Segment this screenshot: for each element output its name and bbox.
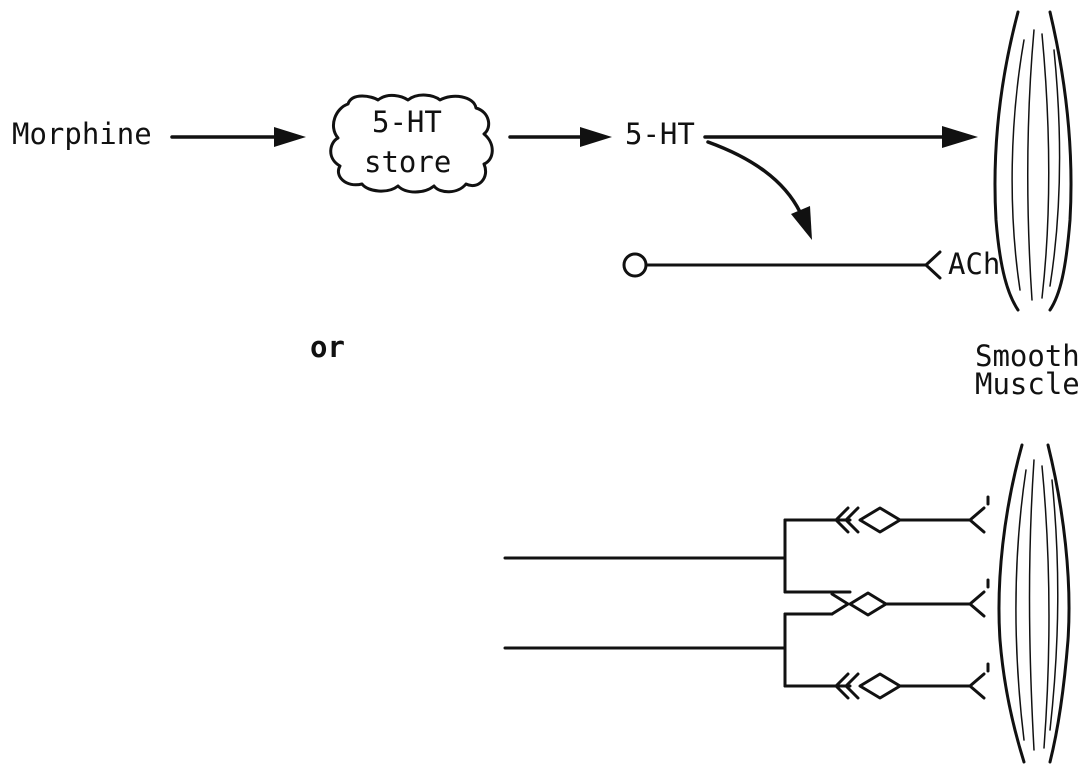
ach-label: ACh — [948, 247, 1000, 281]
morphine-label: Morphine — [12, 117, 152, 151]
synapse-row-2 — [832, 580, 988, 616]
store-label-line1: 5-HT — [372, 105, 442, 139]
cholinergic-neuron — [624, 252, 940, 278]
arrow-serotonin-to-neuron — [708, 142, 812, 240]
or-label: or — [310, 330, 345, 364]
smooth-muscle-cell-top — [995, 12, 1071, 310]
serotonin-store-cloud: 5-HT store — [331, 95, 493, 192]
serotonin-label: 5-HT — [625, 117, 695, 151]
muscle-label: Muscle — [975, 367, 1080, 401]
arrow-store-to-serotonin — [510, 127, 612, 147]
synapse-row-1 — [836, 497, 988, 532]
interneuron-lower — [505, 614, 850, 686]
smooth-muscle-cell-bottom — [999, 445, 1069, 762]
arrow-serotonin-to-muscle — [705, 126, 978, 148]
interneuron-upper — [505, 520, 850, 592]
store-label-line2: store — [364, 145, 451, 179]
arrow-morphine-to-store — [172, 127, 306, 147]
synapse-row-3 — [836, 664, 988, 698]
